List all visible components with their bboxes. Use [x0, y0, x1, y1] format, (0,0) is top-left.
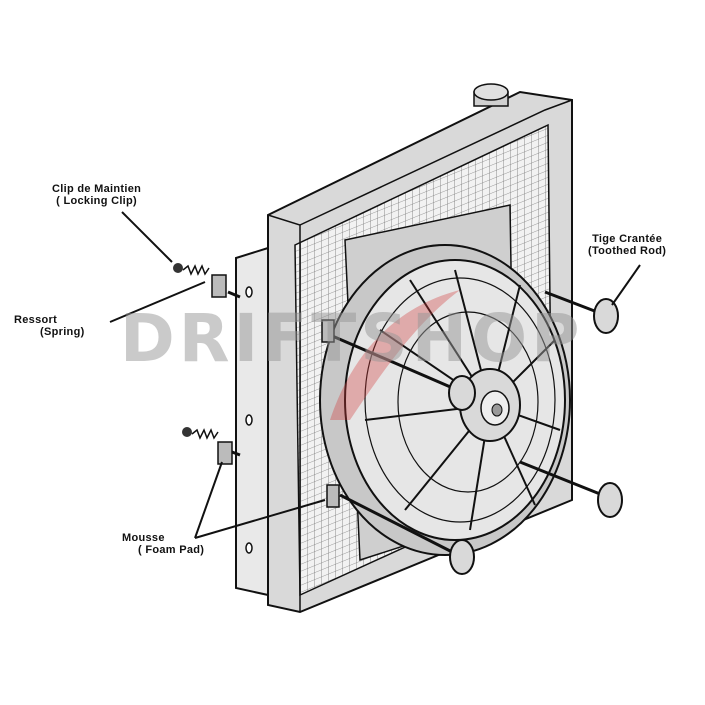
locking-clips-and-springs: [173, 263, 219, 440]
label-foam-pad-fr: Mousse: [122, 532, 165, 544]
radiator-cap: [473, 83, 509, 107]
leader-lines: [109, 211, 641, 539]
label-toothed-rod: Tige Crantée (Toothed Rod): [588, 233, 666, 257]
label-locking-clip: Clip de Maintien ( Locking Clip): [52, 183, 141, 207]
label-toothed-rod-fr: Tige Crantée: [592, 233, 663, 245]
watermark-logo: DRIFTSHOP: [120, 300, 584, 377]
label-foam-pad-en: ( Foam Pad): [138, 544, 205, 556]
toothed-rods: [227, 290, 611, 558]
label-foam-pad: Mousse ( Foam Pad): [122, 532, 204, 556]
foam-pads: [211, 274, 340, 508]
label-spring-fr: Ressort: [14, 314, 58, 326]
label-toothed-rod-en: (Toothed Rod): [588, 245, 667, 257]
watermark-swoosh: [330, 290, 460, 420]
label-spring-en: (Spring): [40, 326, 85, 338]
rod-discs: [448, 298, 623, 575]
label-spring: Ressort (Spring): [14, 314, 85, 338]
label-locking-clip-fr: Clip de Maintien: [52, 183, 142, 195]
label-locking-clip-en: ( Locking Clip): [56, 195, 138, 207]
